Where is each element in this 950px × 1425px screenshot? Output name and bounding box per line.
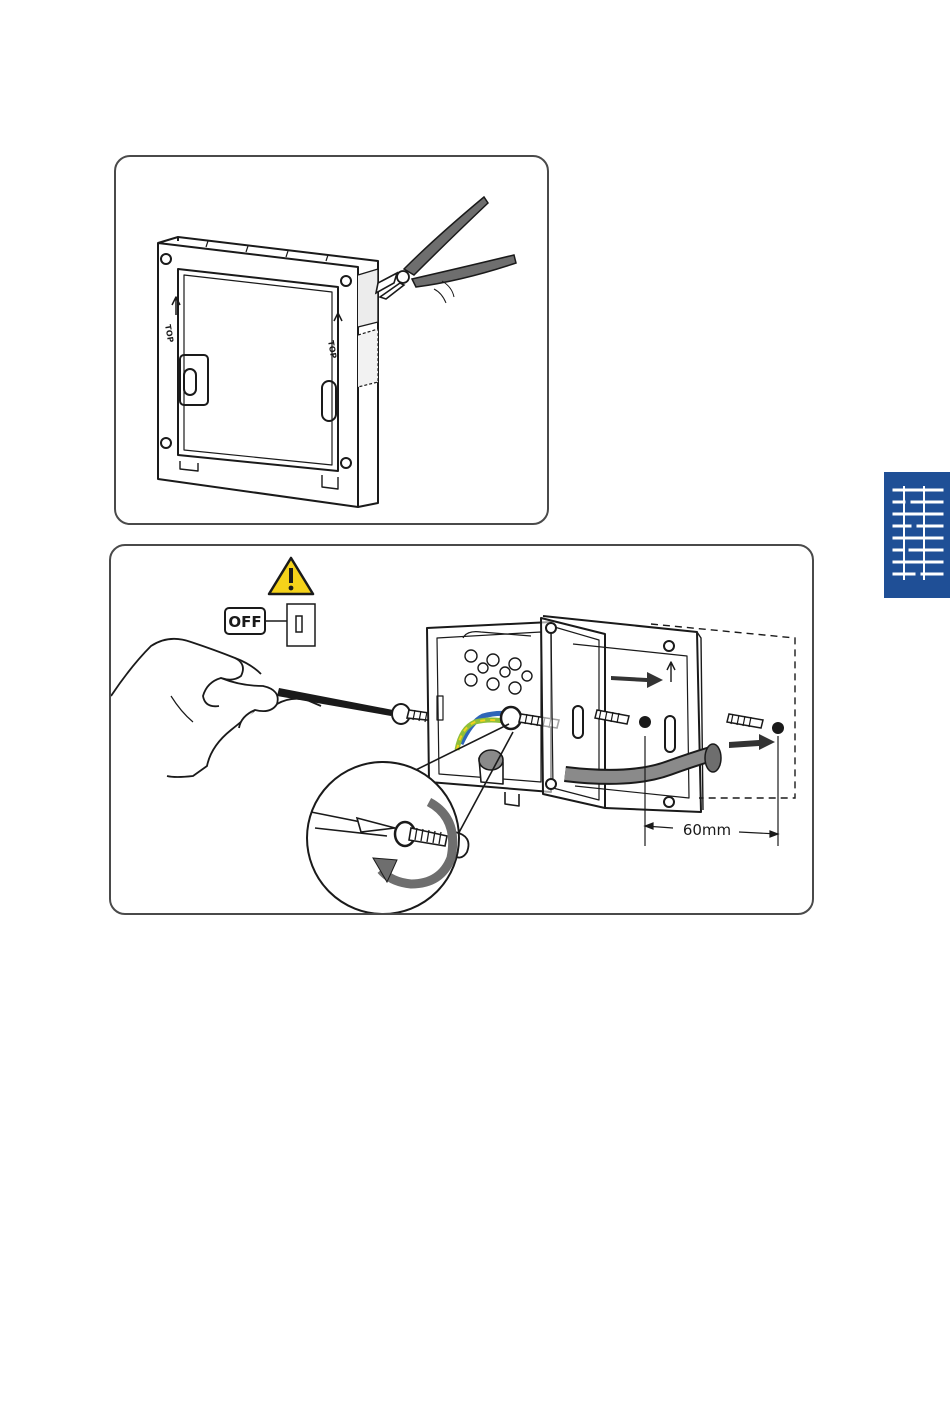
zoom-detail xyxy=(307,762,469,913)
power-off-indicator: OFF xyxy=(225,604,315,646)
mounting-illustration: OFF xyxy=(111,546,812,913)
top-arrow-icon xyxy=(667,662,675,682)
push-arrow-icon xyxy=(729,734,775,750)
manual-section-icon xyxy=(884,472,950,598)
wall-plug-icon xyxy=(727,714,763,728)
step-panel-cut-knockout: TOP TOP xyxy=(114,155,549,525)
drill-hole xyxy=(639,716,651,728)
knockout-illustration: TOP TOP xyxy=(116,157,547,523)
push-arrow-icon xyxy=(611,672,663,688)
knockout-segment xyxy=(358,269,378,327)
warning-icon xyxy=(269,558,313,594)
step-panel-mount-unit: OFF xyxy=(109,544,814,915)
drill-hole xyxy=(772,722,784,734)
side-section-tab xyxy=(884,472,950,598)
frame-outer xyxy=(158,243,358,507)
dimension-label: 60mm xyxy=(683,821,731,839)
screwdriver-icon xyxy=(277,688,449,725)
pliers-icon xyxy=(376,197,516,303)
off-label: OFF xyxy=(228,613,261,631)
hand-illustration xyxy=(111,639,321,777)
